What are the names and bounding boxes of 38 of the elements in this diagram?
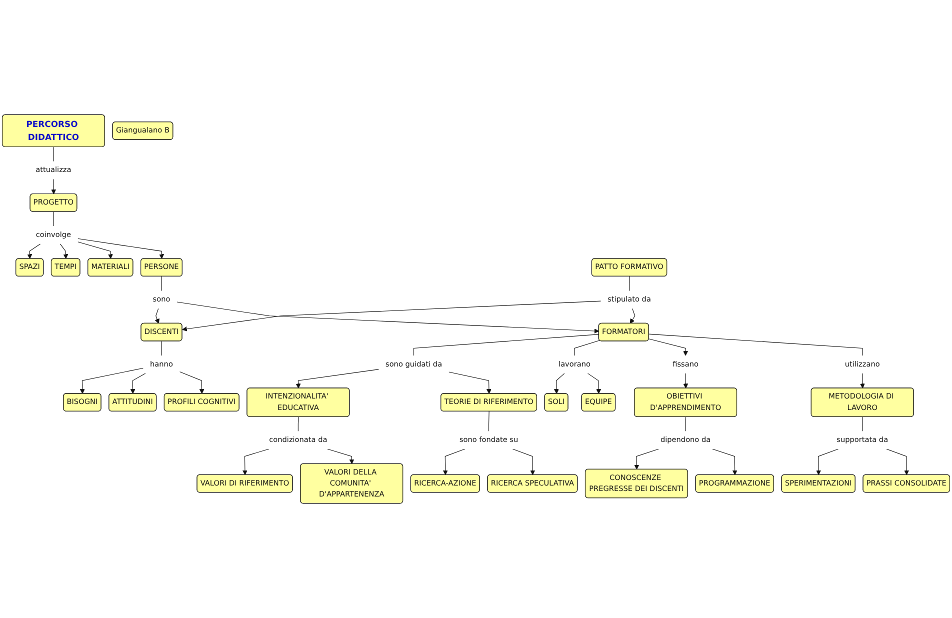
arrow [154, 308, 160, 324]
arrow [554, 373, 565, 394]
arrow [630, 308, 636, 324]
arrow [712, 448, 738, 476]
connector-line [53, 212, 54, 226]
concept-box: PERCORSO DIDATTICO [2, 114, 105, 148]
arrow [51, 178, 56, 194]
connector-line [161, 276, 162, 292]
arrow [860, 373, 865, 388]
arrow [816, 448, 839, 476]
arrow [27, 244, 41, 259]
arrow [80, 368, 144, 394]
arrow [78, 242, 113, 259]
arrow [886, 448, 910, 476]
arrow [179, 371, 204, 394]
arrow [448, 372, 492, 394]
connector-line [488, 411, 490, 432]
arrow [587, 373, 602, 394]
arrow [442, 448, 466, 476]
connector-line [414, 334, 600, 356]
connector-line [628, 276, 630, 292]
connector-line [862, 416, 863, 432]
connector-line [648, 334, 863, 356]
arrow [130, 373, 146, 394]
arrow [683, 373, 688, 388]
connector-line [685, 416, 686, 432]
arrow [78, 238, 164, 259]
arrow [296, 369, 380, 388]
arrow [512, 448, 536, 476]
arrow [242, 448, 270, 476]
connector-line [574, 340, 600, 356]
arrow [60, 244, 68, 259]
connector-line [298, 416, 299, 432]
arrow [648, 338, 688, 356]
connector-line [161, 340, 162, 356]
connector-line [53, 146, 54, 162]
arrow [634, 448, 659, 470]
arrow [327, 448, 354, 464]
